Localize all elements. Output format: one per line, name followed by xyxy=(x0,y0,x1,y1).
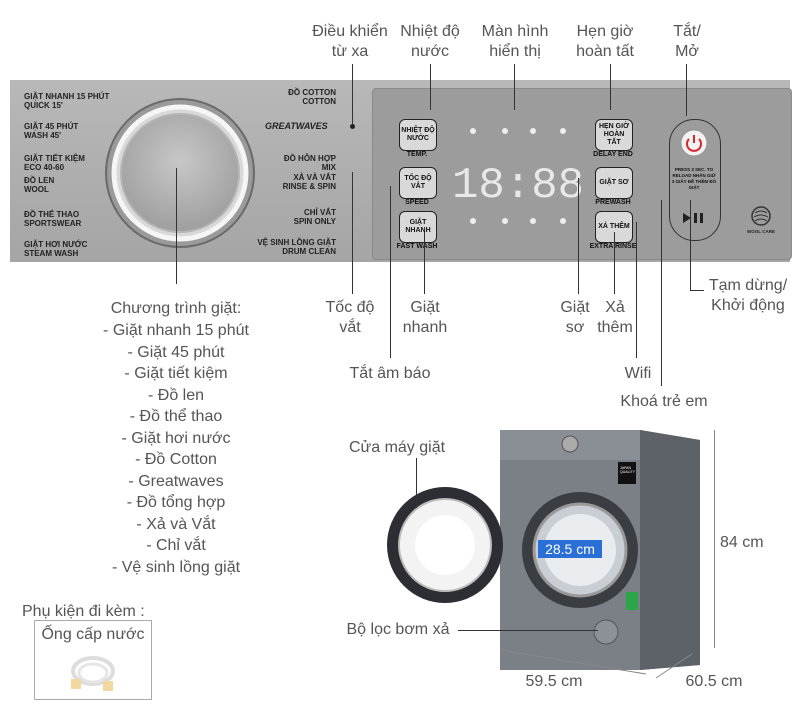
program-item: - Giặt 45 phút xyxy=(127,343,225,361)
fast-wash-button-en: FAST WASH xyxy=(396,243,438,250)
accessory-title: Phụ kiện đi kèm : xyxy=(22,603,145,620)
program-dial[interactable] xyxy=(100,88,260,258)
callout-rinse: Xả thêm xyxy=(597,299,633,336)
leader-line xyxy=(352,64,353,126)
leader-line xyxy=(614,232,615,294)
accessory-item: Ống cấp nước xyxy=(41,626,145,643)
leader-line xyxy=(661,200,662,386)
leader-line xyxy=(424,232,425,294)
program-item: - Giặt nhanh 15 phút xyxy=(103,322,249,339)
water-hose-icon xyxy=(71,656,115,691)
callout-prewash: Giặt sơ xyxy=(560,299,590,336)
callout-screen: Màn hình hiển thị xyxy=(481,23,549,60)
program-item: - Giặt hơi nước xyxy=(121,429,231,447)
brand-logo: GREATWAVES xyxy=(265,121,328,131)
leader-line xyxy=(636,222,637,358)
delay-end-button-en: DELAY END xyxy=(593,151,633,158)
power-icon[interactable] xyxy=(680,129,708,157)
leader-line xyxy=(690,200,691,290)
callout-mute: Tắt âm báo xyxy=(349,365,431,382)
programs-list: - Giặt nhanh 15 phút - Giặt 45 phút - Gi… xyxy=(60,320,292,578)
callout-onoff: Tắt/ Mở xyxy=(673,23,701,60)
callout-fast: Giặt nhanh xyxy=(402,299,448,336)
callout-childlock: Khoá trẻ em xyxy=(620,393,708,410)
leader-line xyxy=(690,290,704,291)
leader-dot xyxy=(350,124,355,129)
power-pill xyxy=(669,119,721,241)
callout-speed: Tốc độ vắt xyxy=(325,299,375,336)
wool-care-label: WOOL CARE xyxy=(747,229,775,234)
leader-line xyxy=(578,178,579,294)
depth-dimension: 60.5 cm xyxy=(685,673,743,690)
machine-badge: JAPAN QUALITY xyxy=(620,466,635,474)
led-screen: 18:88 xyxy=(455,128,581,224)
programs-title: Chương trình giặt: xyxy=(110,300,242,317)
prewash-button-en: PREWASH xyxy=(595,199,631,206)
leader-line xyxy=(176,168,177,284)
leader-line xyxy=(416,458,417,508)
fast-wash-button[interactable]: GIẶT NHANH xyxy=(399,211,437,243)
callout-delay: Hẹn giờ hoàn tất xyxy=(576,23,634,60)
program-item: - Chỉ vắt xyxy=(146,537,206,554)
leader-line xyxy=(352,172,353,294)
display-area: NHIỆT ĐỘ NƯỚC TEMP. TỐC ĐỘ VẮT SPEED GIẶ… xyxy=(372,88,792,260)
play-pause-icon[interactable] xyxy=(681,211,707,225)
accessory-box: Ống cấp nước xyxy=(34,620,152,700)
led-digits: 18:88 xyxy=(455,161,581,211)
leader-line xyxy=(458,630,598,631)
leader-line xyxy=(430,64,431,110)
program-item: - Xả và Vắt xyxy=(136,515,216,533)
delay-end-button[interactable]: HẸN GIỜ HOÀN TẤT xyxy=(595,119,633,151)
program-item: - Đồ thể thao xyxy=(129,408,223,425)
width-dimension: 59.5 cm xyxy=(525,673,583,690)
callout-pause: Tạm dừng/ Khởi động xyxy=(708,277,788,314)
height-dimension: 84 cm xyxy=(720,534,764,551)
callout-wifi: Wifi xyxy=(624,365,652,382)
program-item: - Greatwaves xyxy=(128,472,224,490)
program-item: - Vệ sinh lồng giặt xyxy=(111,558,241,576)
callout-temp: Nhiệt độ nước xyxy=(400,23,460,60)
temp-button-en: TEMP. xyxy=(406,151,428,158)
leader-line xyxy=(686,64,687,116)
callout-remote: Điều khiển từ xa xyxy=(312,23,388,60)
speed-button-en: SPEED xyxy=(405,199,429,206)
leader-line xyxy=(390,186,391,358)
extra-rinse-button-en: EXTRA RINSE xyxy=(589,243,637,250)
drum-diameter-label: 28.5 cm xyxy=(538,540,602,558)
program-item: - Giặt tiết kiệm xyxy=(124,365,228,382)
power-note: PRESS 3 SEC. TO RELOAD NHẤN GIỮ 3 GIÂY Đ… xyxy=(671,167,717,190)
program-item: - Đồ tổng hợp xyxy=(126,494,226,511)
height-dimension-line xyxy=(714,430,715,648)
callout-filter: Bộ lọc bơm xả xyxy=(346,621,450,638)
wool-care-icon xyxy=(751,206,771,226)
program-item: - Đồ len xyxy=(147,386,205,404)
temp-button[interactable]: NHIỆT ĐỘ NƯỚC xyxy=(399,119,437,151)
width-dimension-line xyxy=(499,649,693,679)
prewash-button[interactable]: GIẶT SƠ xyxy=(595,167,633,199)
leader-line xyxy=(610,64,611,110)
callout-door: Cửa máy giặt xyxy=(348,439,446,456)
leader-line xyxy=(514,64,515,110)
program-item: - Đồ Cotton xyxy=(135,451,217,468)
speed-button[interactable]: TỐC ĐỘ VẮT xyxy=(399,167,437,199)
